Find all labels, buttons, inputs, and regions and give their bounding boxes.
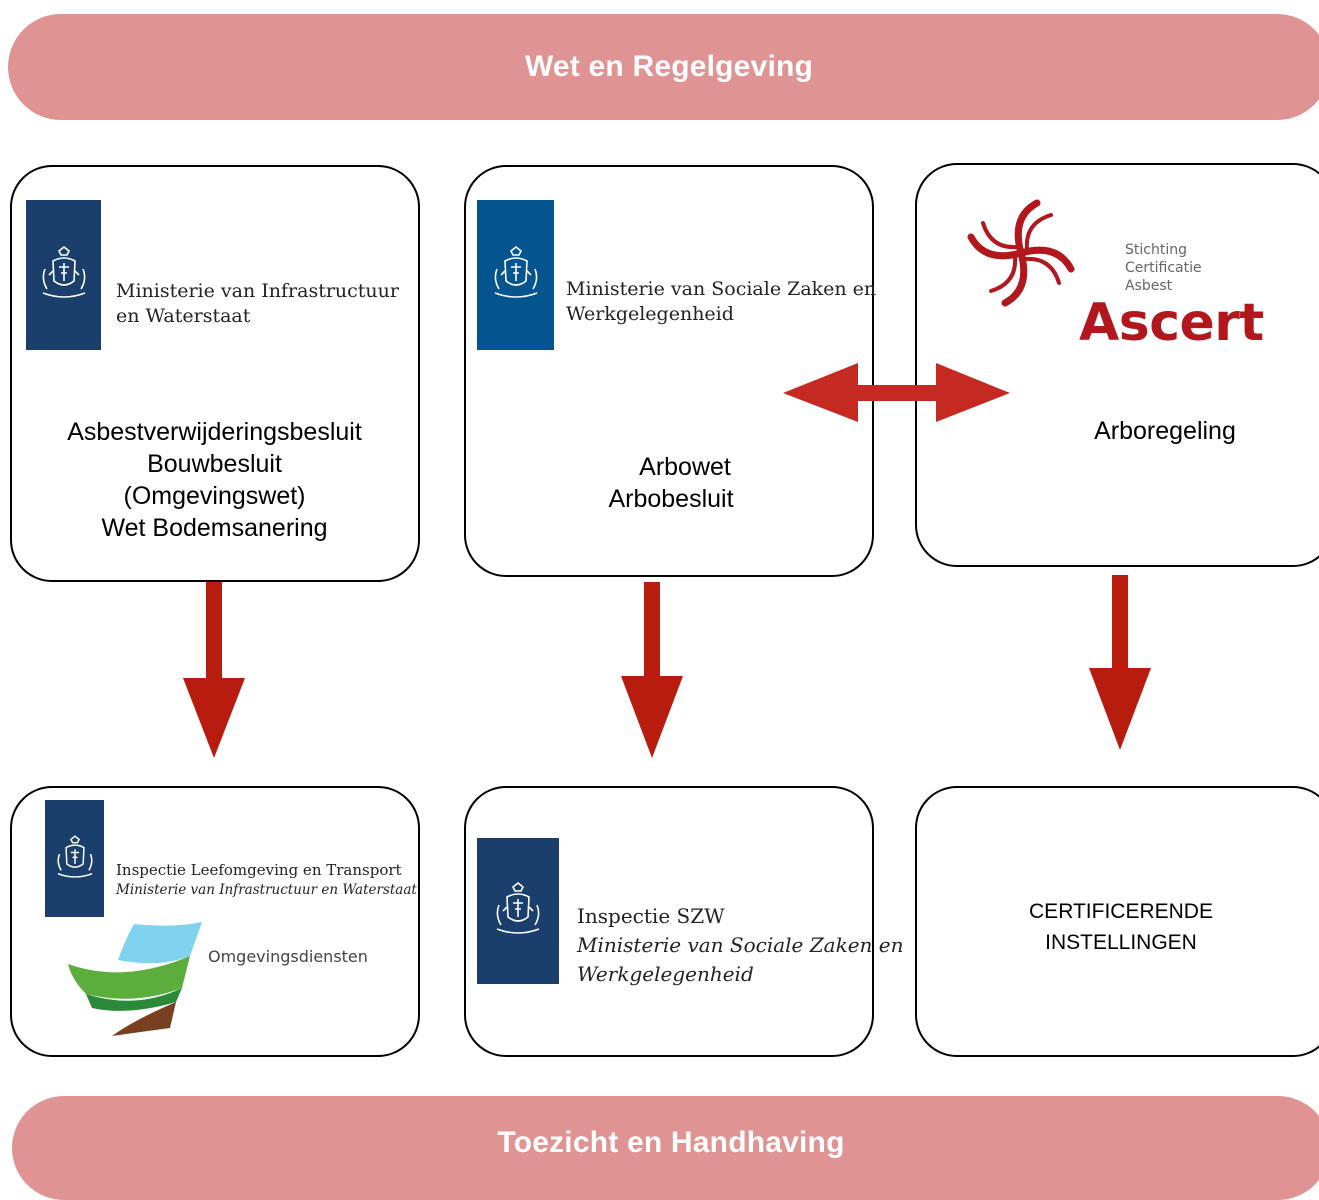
szw-regulations: Arbowet Arbobesluit (596, 451, 746, 515)
ministry-name-line: en Waterstaat (116, 305, 251, 327)
banner-top-label: Wet en Regelgeving (524, 50, 814, 83)
ascert-small-line: Certificatie (1125, 260, 1202, 276)
ci-line: INSTELLINGEN (1045, 931, 1197, 954)
ministry-name-line: Werkgelegenheid (566, 303, 734, 325)
ilt-name-line: Inspectie Leefomgeving en Transport (116, 861, 402, 879)
regulation-item: Asbestverwijderingsbesluit (67, 418, 362, 446)
box-ascert: Stichting Certificatie Asbest Ascert Arb… (915, 163, 1319, 567)
regulation-item: Arboregeling (1094, 417, 1236, 445)
omgevingsdiensten-label: Omgevingsdiensten (208, 947, 368, 966)
coat-of-arms-icon (494, 245, 537, 298)
banner-toezicht-en-handhaving: Toezicht en Handhaving (12, 1096, 1319, 1200)
box-certificerende-instellingen: CERTIFICERENDE INSTELLINGEN (915, 786, 1319, 1057)
down-arrow-ascert (1089, 575, 1151, 750)
double-arrow-szw-ascert (783, 363, 1010, 422)
down-arrow-szw (621, 582, 683, 758)
inspectie-szw-line: Werkgelegenheid (577, 962, 754, 986)
ascert-regulations: Arboregeling (1065, 415, 1265, 447)
regulation-item: Arbobesluit (608, 485, 734, 513)
box-ministerie-ienw: Ministerie van Infrastructuur en Waterst… (10, 165, 420, 582)
box-ilt-omgevingsdiensten: Inspectie Leefomgeving en Transport Mini… (10, 786, 420, 1057)
ascert-wordmark: Ascert (1079, 293, 1264, 353)
coat-of-arms-icon (496, 881, 540, 934)
certificerende-instellingen-label: CERTIFICERENDE INSTELLINGEN (971, 896, 1271, 958)
regulation-item: Bouwbesluit (147, 450, 282, 478)
ministry-name-line: Ministerie van Infrastructuur (116, 280, 399, 302)
inspectie-szw-name: Inspectie SZW Ministerie van Sociale Zak… (577, 902, 903, 989)
box-ministerie-szw: Ministerie van Sociale Zaken en Werkgele… (464, 165, 876, 577)
regulation-item: (Omgevingswet) (123, 482, 306, 510)
banner-wet-en-regelgeving: Wet en Regelgeving (8, 14, 1319, 120)
omgevingsdiensten-logo-icon (68, 922, 202, 1036)
ascert-small-line: Asbest (1125, 278, 1173, 294)
rijksoverheid-logo (26, 200, 101, 350)
ilt-name-line: Ministerie van Infrastructuur en Waterst… (116, 882, 417, 898)
ascert-emblem-icon (967, 199, 1075, 307)
ascert-logo-small-text: Stichting Certificatie Asbest (1125, 241, 1202, 295)
ienw-regulations: Asbestverwijderingsbesluit Bouwbesluit (… (12, 416, 417, 544)
ministry-name: Ministerie van Sociale Zaken en Werkgele… (566, 277, 876, 327)
coat-of-arms-icon (56, 834, 93, 878)
ci-line: CERTIFICERENDE (1029, 900, 1213, 923)
inspectie-szw-line: Ministerie van Sociale Zaken en (577, 933, 904, 957)
coat-of-arms-icon (42, 245, 85, 298)
ilt-name: Inspectie Leefomgeving en Transport Mini… (116, 860, 417, 900)
rijksoverheid-logo (477, 838, 559, 984)
regulation-item: Arbowet (639, 453, 731, 481)
ministry-name: Ministerie van Infrastructuur en Waterst… (116, 279, 399, 329)
inspectie-szw-line: Inspectie SZW (577, 904, 725, 928)
box-inspectie-szw: Inspectie SZW Ministerie van Sociale Zak… (464, 786, 903, 1057)
down-arrow-ienw (183, 582, 245, 758)
rijksoverheid-logo (477, 200, 554, 350)
rijksoverheid-logo (45, 800, 104, 917)
ministry-name-line: Ministerie van Sociale Zaken en (566, 278, 877, 300)
banner-bottom-label: Toezicht en Handhaving (497, 1126, 845, 1159)
regulation-item: Wet Bodemsanering (101, 514, 328, 542)
ascert-small-line: Stichting (1125, 242, 1187, 258)
